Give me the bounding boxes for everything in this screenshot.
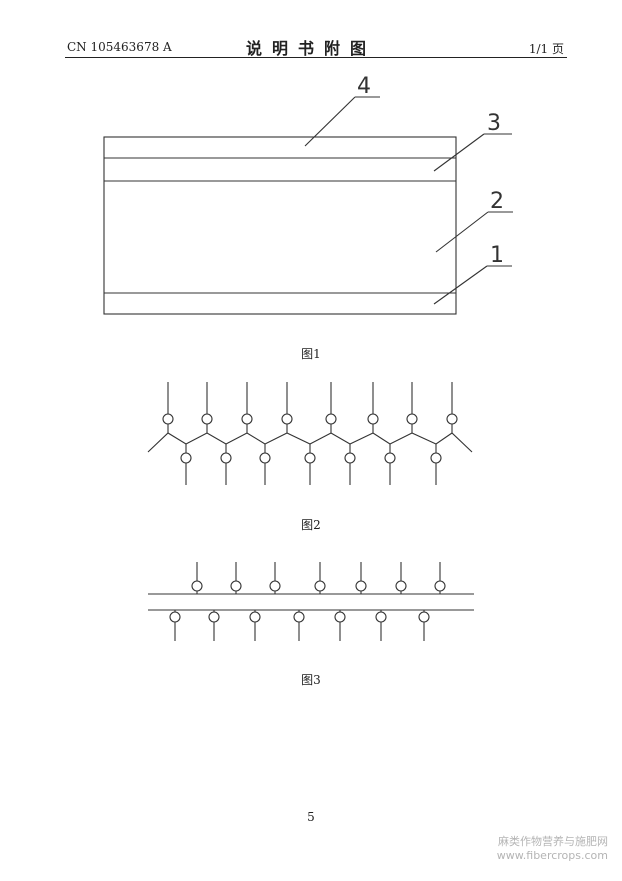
bottom-node: [304, 452, 316, 464]
figure2-zigzag-diagram: [147, 382, 473, 485]
figure1-outline: [103, 136, 457, 315]
top-node: [191, 580, 203, 592]
bottom-node: [334, 611, 346, 623]
bottom-node: [169, 611, 181, 623]
top-node: [395, 580, 407, 592]
top-node: [406, 413, 418, 425]
top-node: [446, 413, 458, 425]
figure3-caption: 图3: [301, 673, 321, 687]
leader-line-4: [304, 96, 356, 147]
bottom-node: [180, 452, 192, 464]
top-node: [367, 413, 379, 425]
top-node: [230, 580, 242, 592]
bottom-node: [430, 452, 442, 464]
top-node: [281, 413, 293, 425]
leader-line-2: [435, 211, 489, 253]
bottom-node: [375, 611, 387, 623]
figure2-caption: 图2: [301, 518, 321, 532]
bottom-node: [384, 452, 396, 464]
layer-label-4: 4: [357, 74, 371, 99]
top-node: [434, 580, 446, 592]
top-node: [241, 413, 253, 425]
page-indicator: 1/1 页: [528, 42, 564, 56]
top-node: [355, 580, 367, 592]
page-title: 说明书附图: [245, 39, 376, 58]
leader-line-1: [433, 265, 488, 305]
watermark-line1: 麻类作物营养与施肥网: [498, 835, 608, 848]
top-node: [269, 580, 281, 592]
bottom-node: [344, 452, 356, 464]
watermark: 麻类作物营养与施肥网 www.fibercrops.com: [497, 835, 608, 863]
leader-line-3: [433, 133, 485, 172]
bottom-node: [249, 611, 261, 623]
layer-label-2: 2: [490, 189, 504, 214]
layer-label-1: 1: [490, 243, 504, 268]
top-node: [325, 413, 337, 425]
bottom-node: [220, 452, 232, 464]
top-node: [314, 580, 326, 592]
bottom-node: [418, 611, 430, 623]
top-node: [201, 413, 213, 425]
layer-label-3: 3: [487, 111, 501, 136]
figure1-caption: 图1: [301, 347, 321, 361]
page-number: 5: [307, 810, 315, 824]
watermark-line2: www.fibercrops.com: [496, 849, 608, 862]
figure1-layer-diagram: 4 3 2 1: [103, 74, 513, 315]
bottom-node: [259, 452, 271, 464]
figure3-parallel-diagram: [148, 562, 474, 641]
bottom-node: [208, 611, 220, 623]
patent-number: CN 105463678 A: [67, 40, 172, 54]
top-node: [162, 413, 174, 425]
bottom-node: [293, 611, 305, 623]
header-rule: [65, 57, 567, 58]
